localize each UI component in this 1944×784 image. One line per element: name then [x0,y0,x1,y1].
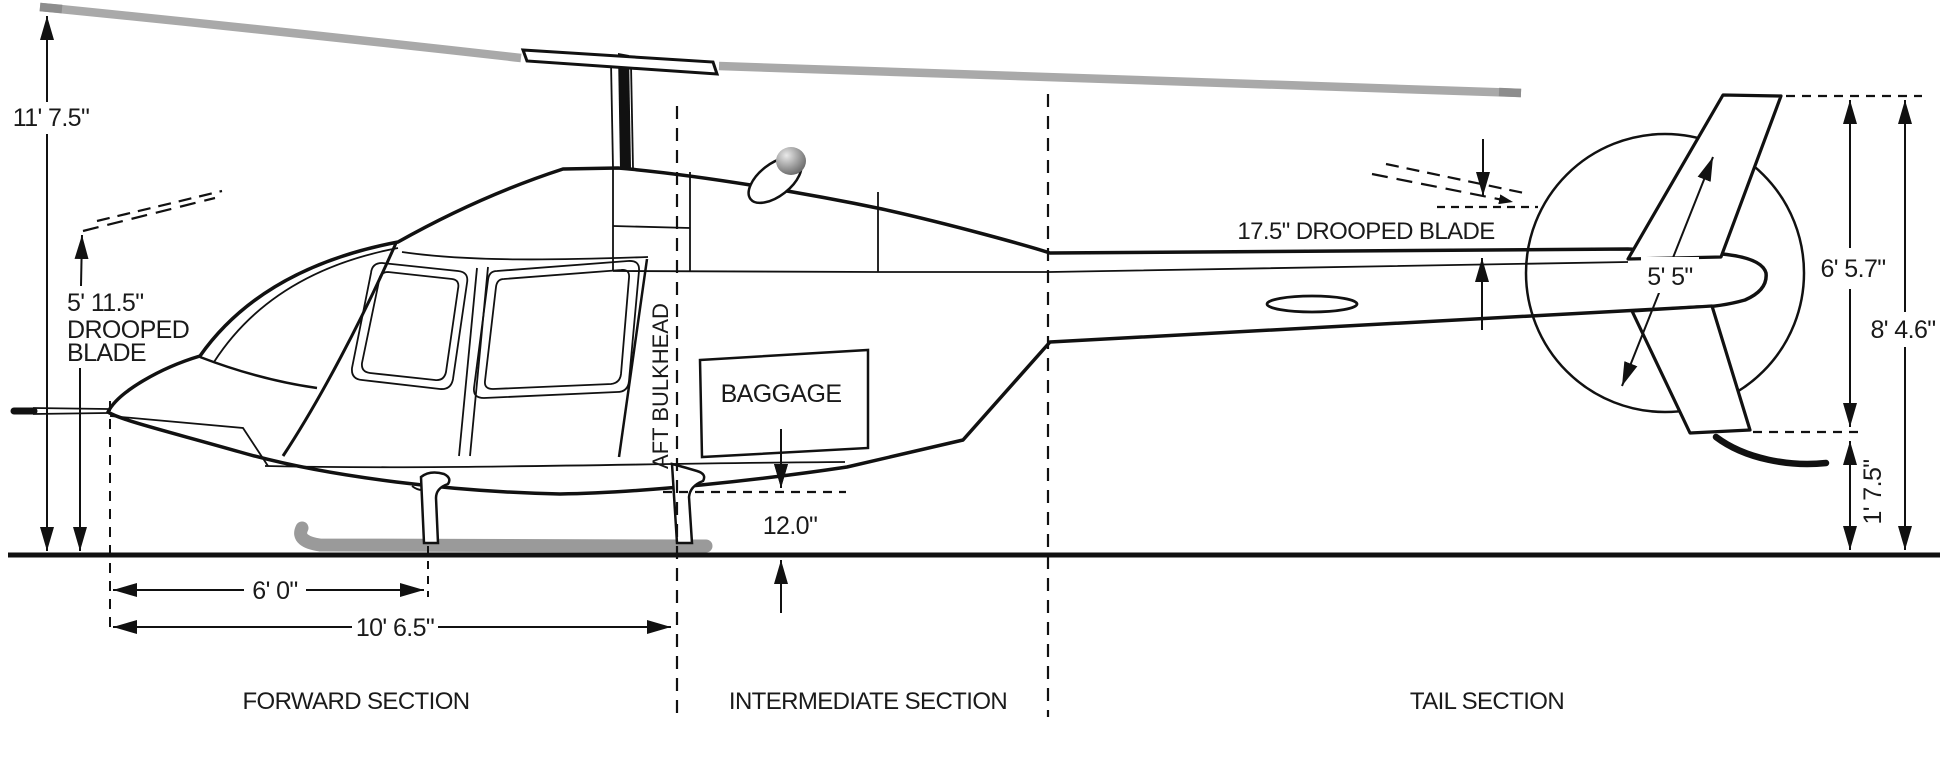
front-strut [419,471,451,545]
baggage-label: BAGGAGE [721,380,842,408]
baggage-compartment-box [698,348,870,459]
pitot-tube [10,407,109,415]
skid-front-distance-label: 6' 0" [252,577,297,605]
front-door-window-glass [361,271,460,381]
windshield-glass-line [213,247,399,363]
front-droop-label-line3: BLADE [67,339,146,367]
main-rotor-blade-left-tip [39,2,63,14]
main-rotor-blade-right [718,61,1522,98]
main-rotor-blade-left [39,2,522,63]
tail-rotor-disc [1524,132,1806,414]
tailboom-inner-line [878,261,1629,273]
rotor-mast-hub [520,48,720,169]
front-drooped-blade-dash-1 [82,196,216,233]
front-droop-dim-upper [74,234,89,287]
skid-overall-distance-label: 10' 6.5" [356,614,434,642]
rear-door-window [473,260,640,399]
main-rotor-blade [39,2,1522,98]
cabin-doors-windows [351,258,649,458]
skid-tube [294,521,713,553]
front-droop-label-line2: DROOPED [67,316,189,344]
exhaust-cap [776,147,806,175]
tail-blade-droop-label: 17.5" DROOPED BLADE [1237,218,1494,245]
tail-skid [1712,433,1830,468]
rear-door-aft-edge [617,258,649,458]
a-pillar [281,242,398,457]
rear-strut [670,462,706,545]
tail-drooped-blade-dash-2 [1385,162,1525,195]
exhaust-stack [747,147,806,205]
horizontal-stabilizer [1265,294,1359,314]
rotor-hub [520,48,720,76]
tail-section-label: TAIL SECTION [1410,688,1564,715]
tail-skid-clearance-label: 1' 7.5" [1859,459,1887,524]
rotor-mast-shaft [618,53,631,168]
engine-cowl-lines [612,168,879,273]
b-pillar-front-line [458,267,478,457]
front-drooped-blade-dash-2 [96,189,223,223]
ventral-fin [1630,304,1752,435]
main-rotor-blade-right-tip [1498,87,1522,98]
rear-door-window-glass [484,269,630,390]
windshield-lower-edge [199,355,318,390]
baggage-floor-height-label: 12.0" [763,512,818,540]
reference-lines [82,94,1922,717]
intermediate-section-label: INTERMEDIATE SECTION [729,688,1007,715]
rotor-height-label: 11' 7.5" [13,104,90,132]
aft-bulkhead-label: AFT BULKHEAD [648,303,673,469]
nose-panel-seam [109,415,269,467]
front-door-window [351,262,469,390]
overall-tail-height-label: 8' 4.6" [1870,316,1935,344]
window-top-line [401,251,649,261]
fuselage-outline [106,166,1768,496]
front-droop-label-line1: 5' 11.5" [67,289,144,317]
forward-section-label: FORWARD SECTION [242,688,469,715]
fin-height-label: 6' 5.7" [1820,255,1885,283]
tail-drooped-blade-dash-1 [1371,172,1514,205]
tail-diameter-label-bg [1641,257,1699,293]
landing-gear [294,462,713,553]
belly-crease-line [264,461,846,469]
b-pillar-rear-line [469,266,489,457]
tail-rotor-diameter-label: 5' 5" [1647,263,1692,291]
